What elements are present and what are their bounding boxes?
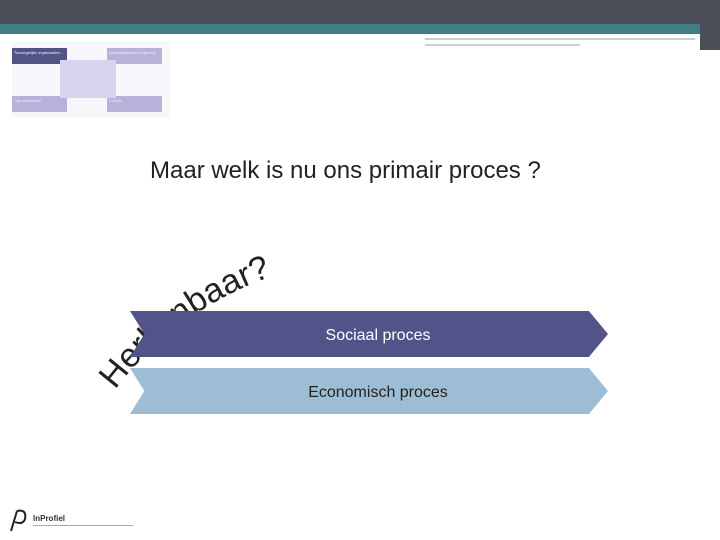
company-logo: InProfiel bbox=[5, 505, 145, 535]
diagram-thumbnail: Toewegelijke organisaties... Waardegeric… bbox=[12, 42, 170, 117]
logo-text: InProfiel bbox=[33, 514, 66, 523]
thumbnail-box: Proces bbox=[107, 96, 162, 112]
thumbnail-box: Waardegerichte omgeving bbox=[107, 48, 162, 64]
economic-process-bar bbox=[130, 368, 608, 414]
social-process-bar bbox=[130, 311, 608, 357]
economic-process-label: Economisch proces bbox=[308, 384, 448, 401]
slide-question: Maar welk is nu ons primair proces ? bbox=[150, 157, 541, 184]
logo-icon bbox=[10, 509, 27, 532]
thumbnail-box: Toewegelijke organisaties... bbox=[12, 48, 67, 64]
thumbnail-box: Lijst activiteiten bbox=[12, 96, 67, 112]
thumbnail-center-block bbox=[60, 60, 116, 98]
header-band bbox=[0, 0, 720, 24]
social-process-label: Sociaal proces bbox=[325, 327, 431, 344]
corner-block bbox=[700, 0, 720, 50]
logo-underline bbox=[33, 525, 133, 526]
decorative-line bbox=[425, 38, 695, 40]
header-accent-band bbox=[0, 24, 720, 34]
decorative-line bbox=[425, 44, 580, 46]
